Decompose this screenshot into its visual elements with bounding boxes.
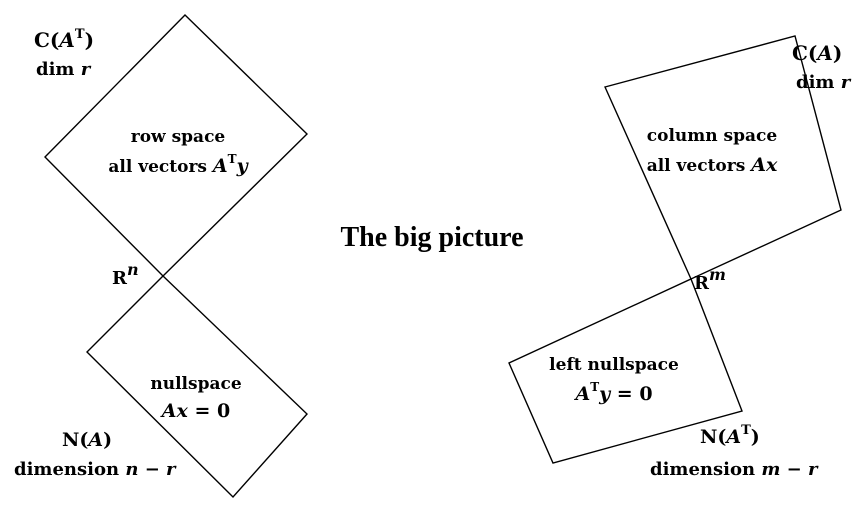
nullspace-dim: dimension n − r xyxy=(14,459,177,480)
nullspace-label: nullspace xyxy=(150,374,241,394)
row-space-label: row space xyxy=(131,127,226,147)
left-nullspace-dim: dimension m − r xyxy=(650,459,819,480)
left-nullspace-equation: ATy = 0 xyxy=(573,380,652,405)
row-space-vectors-label: all vectors ATy xyxy=(108,152,249,177)
left-nullspace-name: N(AT) xyxy=(700,423,760,448)
left-nullspace-rectangle xyxy=(508,278,743,464)
column-space-vectors-label: all vectors Ax xyxy=(647,154,778,176)
column-space-label: column space xyxy=(647,126,778,146)
column-space-name: C(A) xyxy=(792,41,842,65)
nullspace-equation: Ax = 0 xyxy=(160,400,230,422)
nullspace-name: N(A) xyxy=(62,429,112,451)
diagram-title: The big picture xyxy=(340,222,523,253)
r-n-label: Rn xyxy=(112,260,139,289)
r-m-label: Rm xyxy=(694,265,726,294)
left-nullspace-label: left nullspace xyxy=(549,355,679,375)
nullspace-square xyxy=(86,275,308,499)
row-space-name: C(AT) xyxy=(34,27,94,52)
column-space-dim: dim r xyxy=(796,72,852,93)
column-space-rectangle xyxy=(604,35,842,280)
row-space-dim: dim r xyxy=(36,59,92,80)
